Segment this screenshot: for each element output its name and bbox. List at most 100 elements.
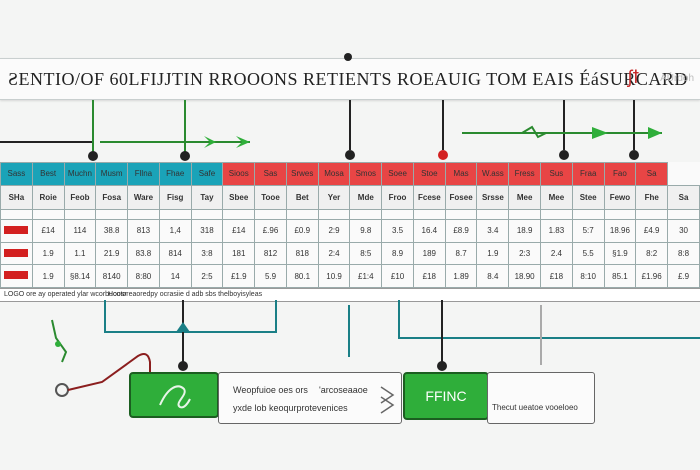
note-box-left: Weopfuioe oes ors 'arcoseaaoe yxde lob k… bbox=[218, 372, 402, 424]
table-cell: 1.9 bbox=[31, 264, 65, 288]
column-header[interactable]: Fhae bbox=[158, 162, 192, 186]
subheader-cell: Sbee bbox=[222, 184, 256, 211]
column-header[interactable]: Fraa bbox=[571, 162, 605, 186]
table-cell: 38.8 bbox=[95, 219, 129, 243]
green-play-button[interactable] bbox=[129, 372, 219, 418]
column-header[interactable]: Fao bbox=[603, 162, 637, 186]
table-cell: 8.7 bbox=[444, 241, 478, 266]
wire bbox=[563, 100, 565, 150]
subheader-cell: Roie bbox=[31, 184, 65, 211]
table-cell: 318 bbox=[190, 219, 224, 243]
subheader-cell: Fosa bbox=[95, 184, 129, 211]
spacer-cell bbox=[0, 209, 33, 221]
wire bbox=[92, 100, 94, 155]
subheader-cell: Ware bbox=[127, 184, 160, 211]
banner-title: ƧENTIO/OF 60LFIJJTIN RROOONS RETIENTS RO… bbox=[8, 69, 688, 89]
signature-icon bbox=[159, 385, 191, 409]
table-cell: £1.96 bbox=[635, 264, 669, 288]
spacer-cell bbox=[127, 209, 160, 221]
table-cell: 2:9 bbox=[317, 219, 351, 243]
table-cell: 18.96 bbox=[603, 219, 637, 243]
banner-pin-icon bbox=[344, 53, 352, 61]
table-cell: 1.9 bbox=[476, 241, 510, 266]
spacer-cell bbox=[603, 209, 637, 221]
subheader-cell: Sa bbox=[667, 184, 700, 211]
column-header[interactable]: Mas bbox=[444, 162, 478, 186]
subheader-cell: Tay bbox=[190, 184, 224, 211]
table-cell: £.96 bbox=[254, 219, 287, 243]
table-cell: 85.1 bbox=[603, 264, 637, 288]
table-cell: 2:3 bbox=[508, 241, 542, 266]
pin-icon bbox=[437, 361, 447, 371]
spacer-cell bbox=[667, 209, 700, 221]
ffinc-button-label: FFINC bbox=[425, 388, 467, 404]
ffinc-button[interactable]: FFINC bbox=[403, 372, 489, 420]
column-header[interactable]: Soee bbox=[381, 162, 414, 186]
table-cell: 8:10 bbox=[571, 264, 605, 288]
wire bbox=[184, 100, 186, 155]
column-header[interactable]: Sioos bbox=[222, 162, 256, 186]
chevron-right-icon bbox=[380, 386, 395, 414]
table-cell: 14 bbox=[158, 264, 192, 288]
spacer-cell bbox=[63, 209, 97, 221]
spacer-cell bbox=[31, 209, 65, 221]
subheader-cell: Mee bbox=[508, 184, 542, 211]
subheader-cell: Mee bbox=[540, 184, 573, 211]
table-cell: 814 bbox=[158, 241, 192, 266]
subheader-cell: Fewo bbox=[603, 184, 637, 211]
table-cell: 2:4 bbox=[317, 241, 351, 266]
column-header[interactable]: Sa bbox=[635, 162, 669, 186]
table-cell: 114 bbox=[63, 219, 97, 243]
table-cell bbox=[0, 264, 33, 288]
table-cell: §1.9 bbox=[603, 241, 637, 266]
note-line-1: Weopfuioe oes ors bbox=[233, 385, 308, 395]
wire bbox=[275, 300, 277, 333]
column-header[interactable]: Smos bbox=[349, 162, 383, 186]
table-cell: £1.9 bbox=[222, 264, 256, 288]
wire bbox=[349, 100, 351, 150]
table-cell: 3:8 bbox=[190, 241, 224, 266]
column-header[interactable]: Sus bbox=[540, 162, 573, 186]
subheader-cell: Fisg bbox=[158, 184, 192, 211]
table-cell: 8140 bbox=[95, 264, 129, 288]
column-header[interactable]: W.ass bbox=[476, 162, 510, 186]
column-header[interactable]: Fllna bbox=[127, 162, 160, 186]
spacer-cell bbox=[508, 209, 542, 221]
column-header[interactable]: Musm bbox=[95, 162, 129, 186]
wire bbox=[398, 337, 700, 339]
table-cell: 18.9 bbox=[508, 219, 542, 243]
column-header[interactable]: Mosa bbox=[317, 162, 351, 186]
wire bbox=[398, 300, 400, 338]
column-header[interactable]: Sass bbox=[0, 162, 33, 186]
table-cell: 1.83 bbox=[540, 219, 573, 243]
table-cell: £18 bbox=[412, 264, 446, 288]
table-cell: £4.9 bbox=[635, 219, 669, 243]
table-cell: £8.9 bbox=[444, 219, 478, 243]
column-header[interactable]: Sas bbox=[254, 162, 287, 186]
column-header[interactable]: Safe bbox=[190, 162, 224, 186]
footer-right-text: Hcotoreaoredpy ocrasiie d adb sbs thelbo… bbox=[108, 291, 263, 298]
table-cell: 21.9 bbox=[95, 241, 129, 266]
spacer-cell bbox=[285, 209, 319, 221]
spacer-cell bbox=[95, 209, 129, 221]
column-header[interactable]: Muchn bbox=[63, 162, 97, 186]
column-header[interactable]: Srwes bbox=[285, 162, 319, 186]
table-cell: £0.9 bbox=[285, 219, 319, 243]
table-cell: 8:2 bbox=[635, 241, 669, 266]
column-header[interactable]: Fress bbox=[508, 162, 542, 186]
column-header[interactable]: Best bbox=[31, 162, 65, 186]
column-header[interactable]: Stoe bbox=[412, 162, 446, 186]
subheader-cell: Yer bbox=[317, 184, 351, 211]
leaf-icon bbox=[51, 319, 68, 363]
table-cell: 3.5 bbox=[381, 219, 414, 243]
table-cell: 181 bbox=[222, 241, 256, 266]
title-banner: ƧENTIO/OF 60LFIJJTIN RROOONS RETIENTS RO… bbox=[0, 58, 700, 100]
subheader-cell: Fhe bbox=[635, 184, 669, 211]
table-cell: 16.4 bbox=[412, 219, 446, 243]
wire bbox=[633, 100, 635, 150]
subheader-cell: Feob bbox=[63, 184, 97, 211]
table-cell: 83.8 bbox=[127, 241, 160, 266]
